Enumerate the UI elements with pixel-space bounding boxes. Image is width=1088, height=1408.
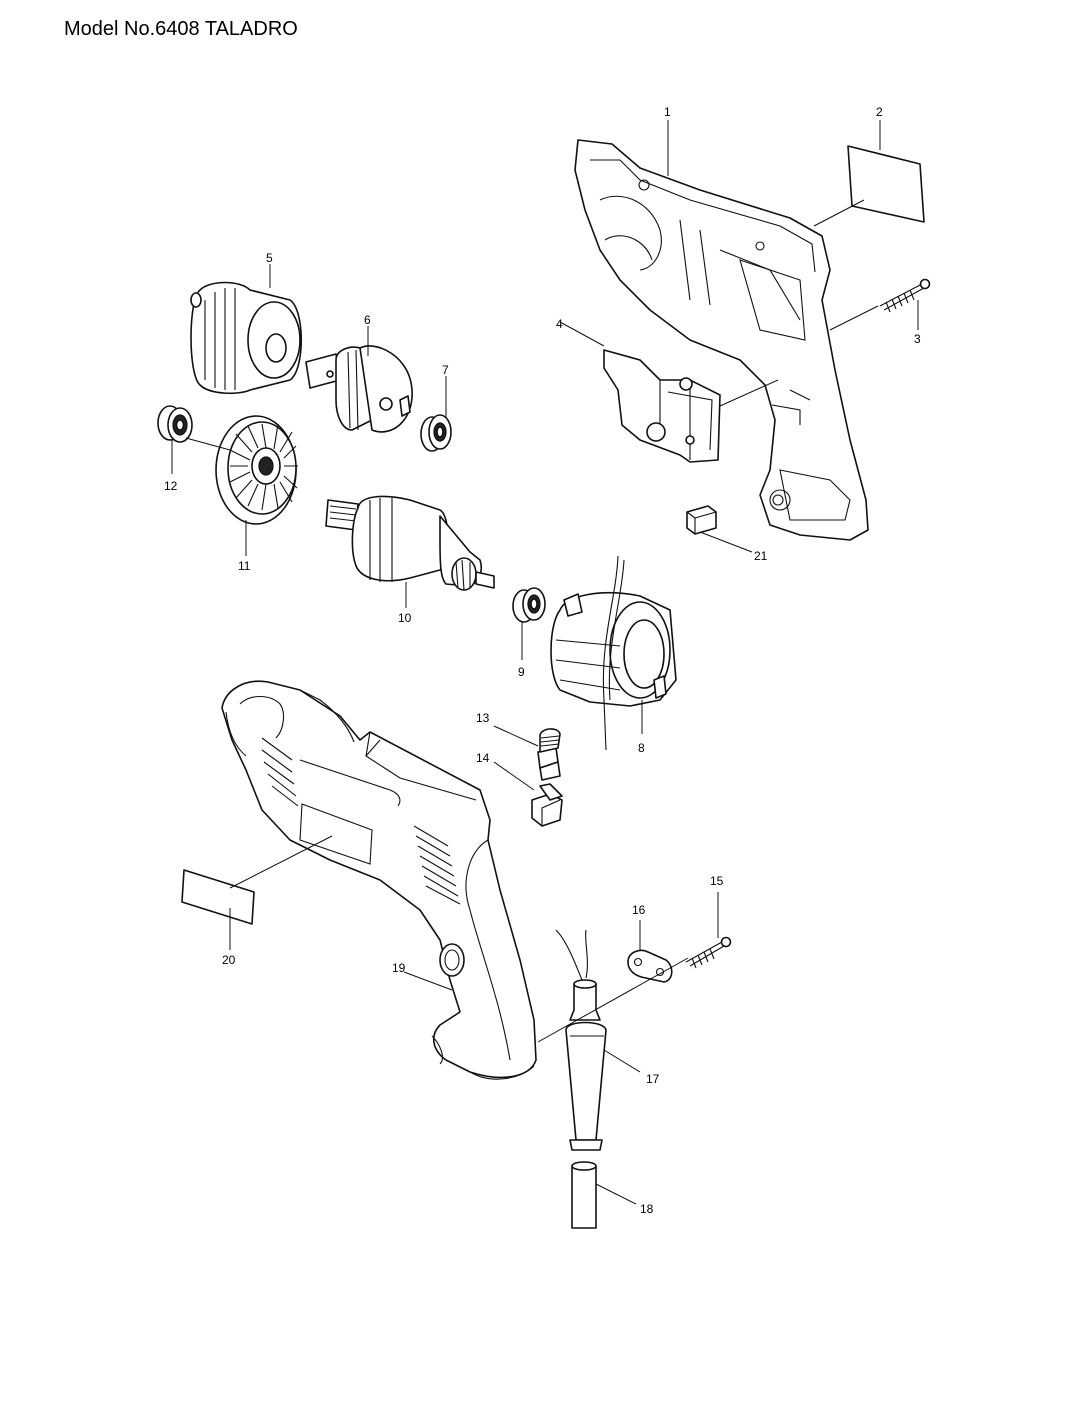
- power-cord: [571, 1161, 597, 1229]
- callout-20: 20: [222, 953, 236, 967]
- nameplate-label: [847, 145, 925, 223]
- brush-holder: [537, 728, 561, 781]
- callout-5: 5: [266, 251, 273, 265]
- ball-bearing-7: [420, 414, 452, 452]
- housing-half: [574, 139, 869, 541]
- cord-clamp-screw: [685, 936, 732, 969]
- armature: [325, 495, 495, 591]
- noise-suppressor: [686, 505, 717, 535]
- housing-screw: [879, 278, 931, 313]
- leader-lines: [171, 120, 919, 1205]
- callout-14: 14: [476, 751, 490, 765]
- callout-12: 12: [164, 479, 178, 493]
- callout-13: 13: [476, 711, 490, 725]
- callout-19: 19: [392, 961, 406, 975]
- page-title: Model No.6408 TALADRO: [64, 18, 298, 40]
- callout-1: 1: [664, 105, 671, 119]
- housing-shell: [221, 680, 537, 1080]
- callout-4: 4: [556, 317, 563, 331]
- callout-18: 18: [640, 1202, 654, 1216]
- field-stator: [550, 555, 677, 751]
- callout-9: 9: [518, 665, 525, 679]
- cooling-fan: [215, 415, 298, 525]
- callout-2: 2: [876, 105, 883, 119]
- spindle-gear: [305, 345, 413, 433]
- callout-8: 8: [638, 741, 645, 755]
- cord-clamp: [627, 949, 673, 983]
- carbon-brush: [531, 783, 563, 827]
- switch-assembly: [603, 349, 721, 463]
- ball-bearing-12: [157, 405, 193, 443]
- callout-3: 3: [914, 332, 921, 346]
- cord-guard: [555, 929, 607, 1151]
- callout-17: 17: [646, 1072, 660, 1086]
- warning-label: [181, 869, 255, 925]
- callout-21: 21: [754, 549, 768, 563]
- callout-11: 11: [238, 559, 251, 573]
- callout-labels: 1 2 3 4 5 6 7 8 9 10 11 12 13 14 15 16 1…: [164, 105, 921, 1216]
- callout-10: 10: [398, 611, 412, 625]
- drill-chuck: [190, 281, 303, 395]
- callout-6: 6: [364, 313, 371, 327]
- callout-16: 16: [632, 903, 646, 917]
- ball-bearing-9: [512, 587, 546, 623]
- callout-15: 15: [710, 874, 724, 888]
- callout-7: 7: [442, 363, 449, 377]
